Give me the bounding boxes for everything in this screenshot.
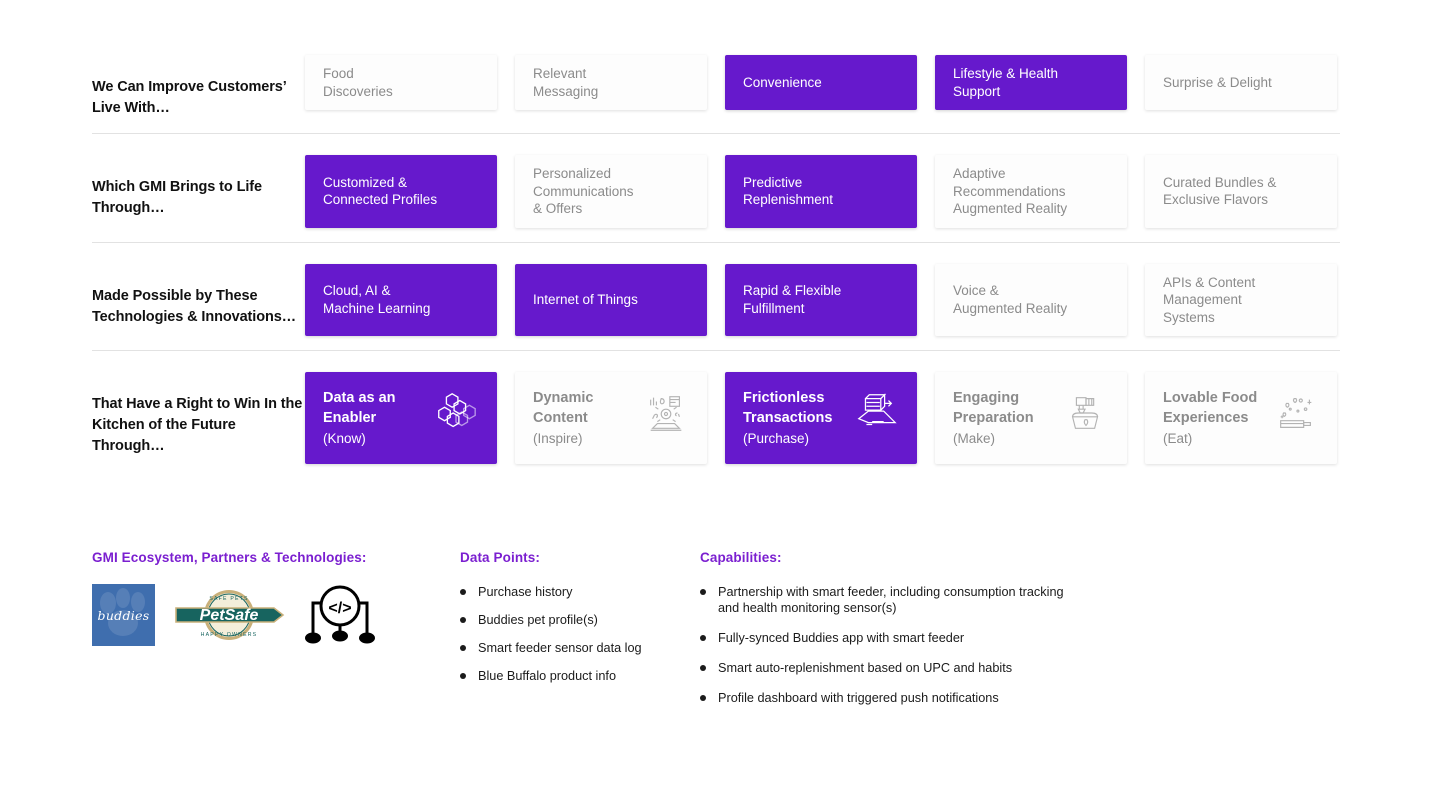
card-subtitle: (Make) <box>953 430 996 446</box>
matrix-row-3: Made Possible by These Technologies & In… <box>92 243 1340 351</box>
list-item: Purchase history <box>460 584 700 600</box>
card-engaging-preparation[interactable]: Engaging Preparation (Make) <box>935 372 1127 464</box>
row-label-2: Which GMI Brings to Life Through… <box>92 179 262 216</box>
card-label: Curated Bundles & Exclusive Flavors <box>1163 174 1277 208</box>
capabilities-list: Partnership with smart feeder, including… <box>700 584 1352 706</box>
svg-text:PetSafe: PetSafe <box>200 607 259 624</box>
card-subtitle: (Purchase) <box>743 430 810 446</box>
card-predictive-replenishment[interactable]: Predictive Replenishment <box>725 155 917 228</box>
list-item: Smart feeder sensor data log <box>460 640 700 656</box>
card-label: Personalized Communications & Offers <box>533 166 634 216</box>
matrix-row-4: That Have a Right to Win In the Kitchen … <box>92 351 1340 478</box>
card-subtitle: (Eat) <box>1163 430 1193 446</box>
card-title: Engaging Preparation <box>953 389 1034 427</box>
svg-text:</>: </> <box>328 600 351 617</box>
card-frictionless-transactions[interactable]: Frictionless Transactions (Purchase) <box>725 372 917 464</box>
card-cloud-ai-machine-learning[interactable]: Cloud, AI & Machine Learning <box>305 263 497 336</box>
card-internet-of-things[interactable]: Internet of Things <box>515 263 707 336</box>
row-2-cards: Customized & Connected Profiles Personal… <box>305 155 1340 228</box>
card-label: Convenience <box>743 74 822 90</box>
ecosystem-column: GMI Ecosystem, Partners & Technologies: … <box>92 550 460 720</box>
media-content-icon <box>643 390 689 436</box>
partner-logos: buddies PetSafe SAFE PETS HAPPY OWNERS <box>92 584 460 646</box>
card-dynamic-content[interactable]: Dynamic Content (Inspire) <box>515 372 707 464</box>
capabilities-heading: Capabilities: <box>700 550 782 565</box>
row-4-cards: Data as an Enabler (Know) <box>305 372 1340 464</box>
card-label: Lifestyle & Health Support <box>953 66 1059 99</box>
card-label: Predictive Replenishment <box>743 174 834 208</box>
card-label: APIs & Content Management Systems <box>1163 274 1256 325</box>
svg-text:SAFE PETS: SAFE PETS <box>209 596 248 602</box>
card-data-as-an-enabler[interactable]: Data as an Enabler (Know) <box>305 372 497 464</box>
ecosystem-heading: GMI Ecosystem, Partners & Technologies: <box>92 550 367 565</box>
card-label: Surprise & Delight <box>1163 74 1272 90</box>
card-label: Food Discoveries <box>323 66 393 99</box>
buddies-logo-text: buddies <box>97 608 150 623</box>
list-item: Blue Buffalo product info <box>460 668 700 684</box>
card-surprise-delight[interactable]: Surprise & Delight <box>1145 55 1337 110</box>
card-customized-connected-profiles[interactable]: Customized & Connected Profiles <box>305 155 497 228</box>
card-adaptive-recommendations[interactable]: Adaptive Recommendations Augmented Reali… <box>935 155 1127 228</box>
card-subtitle: (Inspire) <box>533 430 583 446</box>
card-label: Customized & Connected Profiles <box>323 174 438 208</box>
card-label: Voice & Augmented Reality <box>953 283 1068 316</box>
checkout-conveyor-icon <box>853 390 899 436</box>
card-subtitle: (Know) <box>323 430 366 446</box>
bottom-details: GMI Ecosystem, Partners & Technologies: … <box>92 550 1352 720</box>
data-points-list: Purchase history Buddies pet profile(s) … <box>460 584 700 684</box>
mixer-cooking-icon <box>1063 390 1109 436</box>
card-title: Dynamic Content <box>533 389 594 427</box>
buddies-logo: buddies <box>92 584 155 646</box>
data-points-heading: Data Points: <box>460 550 540 565</box>
card-voice-augmented-reality[interactable]: Voice & Augmented Reality <box>935 263 1127 336</box>
card-label: Internet of Things <box>533 292 638 307</box>
list-item: Fully-synced Buddies app with smart feed… <box>700 630 1352 646</box>
capabilities-column: Capabilities: Partnership with smart fee… <box>700 550 1352 720</box>
card-title: Data as an Enabler <box>323 389 396 427</box>
card-rapid-flexible-fulfillment[interactable]: Rapid & Flexible Fulfillment <box>725 263 917 336</box>
data-points-column: Data Points: Purchase history Buddies pe… <box>460 550 700 720</box>
hexagon-cluster-icon <box>433 390 479 436</box>
capability-matrix: We Can Improve Customers’ Live With… Foo… <box>92 48 1340 478</box>
card-food-discoveries[interactable]: Food Discoveries <box>305 55 497 110</box>
matrix-row-1: We Can Improve Customers’ Live With… Foo… <box>92 48 1340 134</box>
card-convenience[interactable]: Convenience <box>725 55 917 110</box>
card-label: Cloud, AI & Machine Learning <box>323 283 431 316</box>
row-label-3: Made Possible by These Technologies & In… <box>92 287 297 325</box>
card-lifestyle-health-support[interactable]: Lifestyle & Health Support <box>935 55 1127 110</box>
list-item: Profile dashboard with triggered push no… <box>700 690 1352 706</box>
card-lovable-food-experiences[interactable]: Lovable Food Experiences (Eat) <box>1145 372 1337 464</box>
card-curated-bundles[interactable]: Curated Bundles & Exclusive Flavors <box>1145 155 1337 228</box>
plate-sparkle-icon <box>1273 390 1319 436</box>
card-label: Rapid & Flexible Fulfillment <box>743 283 842 316</box>
card-title: Frictionless Transactions <box>743 389 833 427</box>
card-relevant-messaging[interactable]: Relevant Messaging <box>515 55 707 110</box>
list-item: Partnership with smart feeder, including… <box>700 584 1084 616</box>
petsafe-logo: PetSafe SAFE PETS HAPPY OWNERS <box>173 588 286 642</box>
card-apis-content-management[interactable]: APIs & Content Management Systems <box>1145 263 1337 336</box>
svg-text:HAPPY OWNERS: HAPPY OWNERS <box>201 632 258 638</box>
card-label: Adaptive Recommendations Augmented Reali… <box>953 166 1068 216</box>
matrix-row-2: Which GMI Brings to Life Through… Custom… <box>92 134 1340 243</box>
row-1-cards: Food Discoveries Relevant Messaging Conv… <box>305 55 1340 110</box>
list-item: Smart auto-replenishment based on UPC an… <box>700 660 1352 676</box>
row-3-cards: Cloud, AI & Machine Learning Internet of… <box>305 263 1340 336</box>
card-title: Lovable Food Experiences <box>1163 389 1258 427</box>
card-label: Relevant Messaging <box>533 66 599 99</box>
row-label-4: That Have a Right to Win In the Kitchen … <box>92 396 303 454</box>
card-personalized-communications[interactable]: Personalized Communications & Offers <box>515 155 707 228</box>
list-item: Buddies pet profile(s) <box>460 612 700 628</box>
row-label-1: We Can Improve Customers’ Live With… <box>92 79 286 116</box>
code-api-logo: </> <box>304 584 376 646</box>
